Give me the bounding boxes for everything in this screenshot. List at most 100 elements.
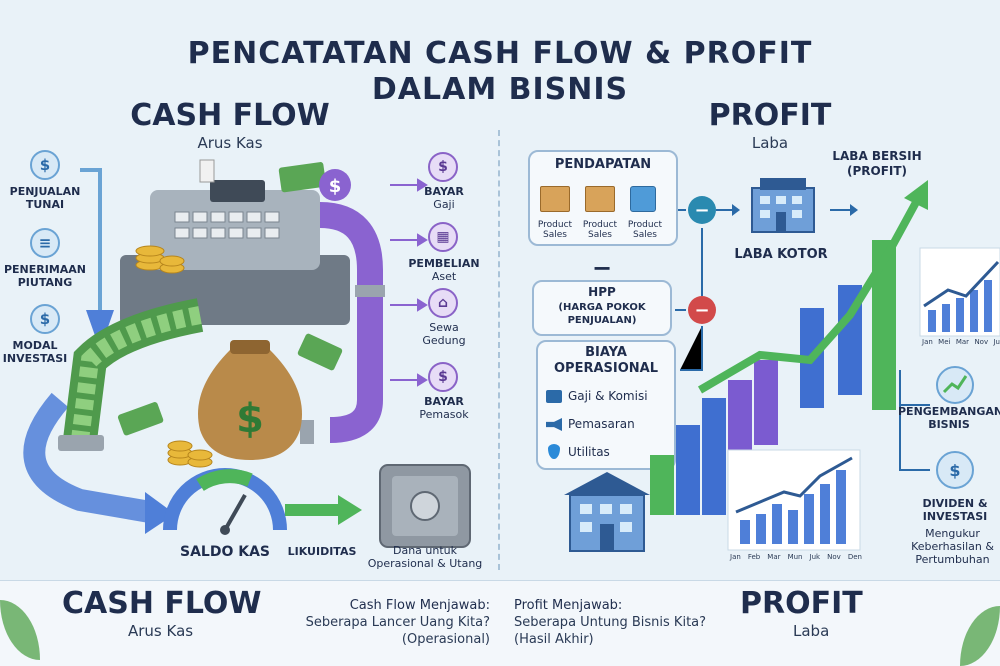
bottom-profit-sub: Laba bbox=[793, 622, 830, 640]
dividen-label-1: DIVIDEN & bbox=[922, 497, 988, 510]
bottom-cashflow-sub: Arus Kas bbox=[128, 622, 194, 640]
profit-question-title: Profit Menjawab: bbox=[514, 598, 623, 613]
biaya-item-pemasaran: Pemasaran bbox=[568, 417, 635, 431]
blue-flow-arrow bbox=[23, 392, 152, 523]
profit-question-line1: Seberapa Untung Bisnis Kita? bbox=[514, 615, 707, 630]
product-label: Product Sales bbox=[537, 220, 573, 241]
mengukur-label-1: Mengukur bbox=[925, 527, 980, 540]
product-label: Product Sales bbox=[627, 220, 663, 241]
month-label: Jan bbox=[730, 553, 741, 561]
svg-text:$: $ bbox=[329, 176, 342, 197]
page-title-line1: PENCATATAN CASH FLOW & PROFIT bbox=[187, 36, 813, 71]
outflow-label-sewa-1: Sewa bbox=[429, 321, 459, 334]
month-label: Mar bbox=[767, 553, 781, 561]
profit-subheading: Laba bbox=[751, 134, 789, 152]
purple-pipe bbox=[319, 202, 383, 443]
outflow-label-pembelian-2: Aset bbox=[431, 270, 457, 283]
cashflow-heading: CASH FLOW bbox=[130, 98, 330, 133]
product-box-icon bbox=[540, 186, 570, 212]
month-label: Nov bbox=[827, 553, 841, 561]
minus-circle-icon: − bbox=[688, 196, 716, 224]
minus-operator: − bbox=[592, 254, 613, 282]
month-label: Jan bbox=[922, 338, 933, 346]
page-title-line2: DALAM BISNIS bbox=[371, 72, 629, 107]
growth-bar bbox=[728, 380, 752, 450]
biaya-label-2: OPERASIONAL bbox=[553, 361, 658, 376]
inflow-label-penjualan: PENJUALAN TUNAI bbox=[9, 185, 81, 211]
profit-question-line2: (Hasil Akhir) bbox=[514, 632, 594, 647]
shopping-bag-icon bbox=[630, 186, 656, 212]
dana-label-2: Operasional & Utang bbox=[367, 557, 483, 570]
biaya-label-1: BIAYA bbox=[585, 345, 627, 360]
mengukur-label-3: Pertumbuhan bbox=[915, 553, 990, 566]
pendapatan-label: PENDAPATAN bbox=[554, 157, 652, 172]
inflow-arrow-head bbox=[86, 310, 114, 350]
mengukur-label-2: Keberhasilan & bbox=[911, 540, 994, 553]
cashflow-question-line2: (Operasional) bbox=[401, 632, 490, 647]
svg-text:$: $ bbox=[236, 396, 264, 442]
hand-coin-icon bbox=[936, 451, 974, 489]
month-label: Mun bbox=[787, 553, 803, 561]
month-label: Feb bbox=[747, 553, 761, 561]
pengembangan-label-2: BISNIS bbox=[928, 418, 970, 431]
biaya-item-utilitas: Utilitas bbox=[568, 445, 610, 459]
laba-bersih-label-2: (PROFIT) bbox=[846, 164, 908, 178]
growth-bar bbox=[754, 360, 778, 445]
cashflow-question-line1: Seberapa Lancer Uang Kita? bbox=[305, 615, 490, 630]
inflow-label-piutang: PENERIMAAN PIUTANG bbox=[3, 263, 87, 289]
month-label: Ju bbox=[993, 338, 1000, 346]
cashflow-subheading: Arus Kas bbox=[197, 134, 263, 152]
briefcase-icon bbox=[546, 390, 562, 403]
growth-bar bbox=[702, 398, 726, 515]
outflow-label-sewa-2: Gedung bbox=[422, 334, 466, 347]
svg-text:$: $ bbox=[949, 461, 960, 480]
bottom-chart-months: Jan Feb Mar Mun Juk Nov Den bbox=[730, 553, 862, 561]
outflow-label-pemasok-2: Pemasok bbox=[419, 408, 469, 421]
growth-arrow bbox=[697, 193, 924, 394]
bottom-profit-heading: PROFIT bbox=[740, 586, 863, 621]
dana-label-1: Dana untuk bbox=[392, 544, 458, 557]
hpp-label-2: (HARGA POKOK bbox=[558, 302, 646, 313]
outflow-label-bayar-gaji-2: Gaji bbox=[433, 198, 455, 211]
hand-coin-icon: $ bbox=[30, 150, 60, 180]
top-chart-months: Jan Mei Mar Nov Ju bbox=[922, 338, 1000, 346]
month-label: Mei bbox=[938, 338, 951, 346]
house-icon: ⌂ bbox=[428, 288, 458, 318]
laba-kotor-label: LABA KOTOR bbox=[734, 247, 828, 262]
inflow-label-modal: MODAL INVESTASI bbox=[2, 339, 68, 365]
document-icon: ≡ bbox=[30, 228, 60, 258]
cashflow-question-title: Cash Flow Menjawab: bbox=[349, 598, 490, 613]
dividen-label-2: INVESTASI bbox=[922, 510, 988, 523]
saldo-kas-label: SALDO KAS bbox=[179, 544, 270, 560]
month-label: Juk bbox=[809, 553, 821, 561]
outflow-label-pemasok-1: BAYAR bbox=[424, 395, 464, 408]
month-label: Den bbox=[847, 553, 862, 561]
payroll-icon: $ bbox=[428, 152, 458, 182]
water-drop-icon bbox=[548, 444, 560, 459]
center-divider bbox=[498, 130, 500, 570]
month-label: Nov bbox=[974, 338, 989, 346]
hpp-label-1: HPP bbox=[588, 285, 616, 299]
likuiditas-label: LIKUIDITAS bbox=[287, 545, 357, 558]
profit-illustration: $ bbox=[564, 178, 1000, 552]
minus-circle-icon: − bbox=[688, 296, 716, 324]
hpp-label-3: PENJUALAN) bbox=[567, 315, 637, 326]
bottom-cashflow-heading: CASH FLOW bbox=[62, 586, 262, 621]
outflow-label-bayar-gaji-1: BAYAR bbox=[424, 185, 464, 198]
hpp-panel bbox=[532, 280, 672, 336]
profit-heading: PROFIT bbox=[708, 98, 832, 133]
month-label: Mar bbox=[955, 338, 970, 346]
growth-bar bbox=[676, 425, 700, 515]
supplier-icon: $ bbox=[428, 362, 458, 392]
money-bag bbox=[198, 350, 302, 460]
growth-bar bbox=[650, 455, 674, 515]
pengembangan-label-1: PENGEMBANGAN bbox=[898, 405, 1000, 418]
product-box-icon bbox=[585, 186, 615, 212]
building-icon: ▦ bbox=[428, 222, 458, 252]
outflow-label-pembelian-1: PEMBELIAN bbox=[408, 257, 480, 270]
money-bag-icon: $ bbox=[30, 304, 60, 334]
cashflow-illustration: $ $ bbox=[23, 159, 471, 548]
bottom-summary-bar bbox=[0, 580, 1000, 666]
product-label: Product Sales bbox=[582, 220, 618, 241]
laba-bersih-label-1: LABA BERSIH bbox=[832, 149, 922, 163]
